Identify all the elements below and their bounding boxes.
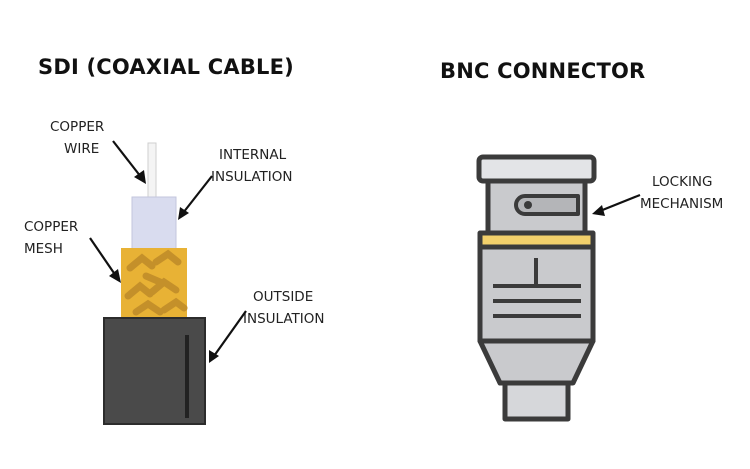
bnc-connector <box>476 154 597 422</box>
label-copper-mesh-line1: COPPER <box>24 219 79 235</box>
label-outside-insulation-line1: OUTSIDE <box>253 289 314 305</box>
copper-mesh <box>121 248 188 320</box>
label-copper-mesh-line2: MESH <box>24 241 63 257</box>
copper-wire <box>147 142 157 199</box>
label-copper-wire-line2: WIRE <box>64 141 100 157</box>
label-internal-insulation: INTERNAL INSULATION <box>211 144 293 188</box>
label-locking-mechanism-line2: MECHANISM <box>640 196 724 212</box>
label-outside-insulation-line2: INSULATION <box>243 311 325 327</box>
label-copper-wire: COPPER WIRE <box>50 116 104 160</box>
label-outside-insulation: OUTSIDE INSULATION <box>243 286 325 330</box>
coax-title: SDI (COAXIAL CABLE) <box>38 55 294 79</box>
bnc-pointer <box>592 193 641 216</box>
coax-pointers <box>89 140 247 363</box>
label-locking-mechanism-line1: LOCKING <box>652 174 713 190</box>
label-internal-insulation-line2: INSULATION <box>211 169 293 185</box>
label-copper-wire-line1: COPPER <box>50 119 105 135</box>
internal-insulation <box>131 196 177 250</box>
outer-jacket <box>103 317 206 425</box>
label-internal-insulation-line1: INTERNAL <box>219 147 287 163</box>
bnc-title: BNC CONNECTOR <box>440 59 646 83</box>
coax-cable <box>103 142 206 425</box>
label-copper-mesh: COPPER MESH <box>24 216 78 260</box>
label-locking-mechanism: LOCKING MECHANISM <box>640 171 723 215</box>
